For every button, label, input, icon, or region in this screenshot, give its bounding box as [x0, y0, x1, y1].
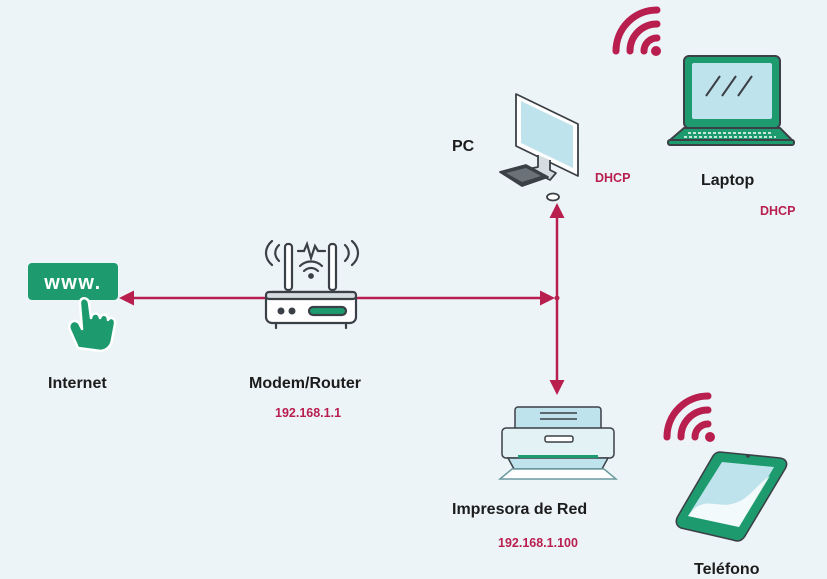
wireless-router-icon — [264, 239, 360, 330]
printer-label: Impresora de Red — [452, 501, 588, 518]
pc-label: PC — [452, 138, 475, 155]
www-cursor-hand-icon: www. — [28, 263, 118, 353]
smartphone-icon — [675, 451, 788, 542]
printer-icon — [497, 406, 619, 480]
printer-ip: 192.168.1.100 — [498, 536, 578, 550]
pc-dhcp-badge: DHCP — [595, 171, 631, 185]
router-label: Modem/Router — [249, 375, 361, 392]
router-ip: 192.168.1.1 — [275, 406, 342, 420]
connection-junction — [554, 295, 560, 301]
desktop-computer-icon — [499, 93, 579, 202]
laptop-icon — [667, 55, 795, 146]
internet-label: Internet — [48, 375, 107, 392]
wifi-signal-icon — [612, 6, 661, 56]
laptop-label: Laptop — [701, 172, 755, 189]
laptop-dhcp-badge: DHCP — [760, 204, 796, 218]
wifi-signal-icon-phone — [663, 392, 715, 442]
phone-label: Teléfono — [694, 561, 760, 578]
www-badge: www. — [43, 272, 101, 294]
